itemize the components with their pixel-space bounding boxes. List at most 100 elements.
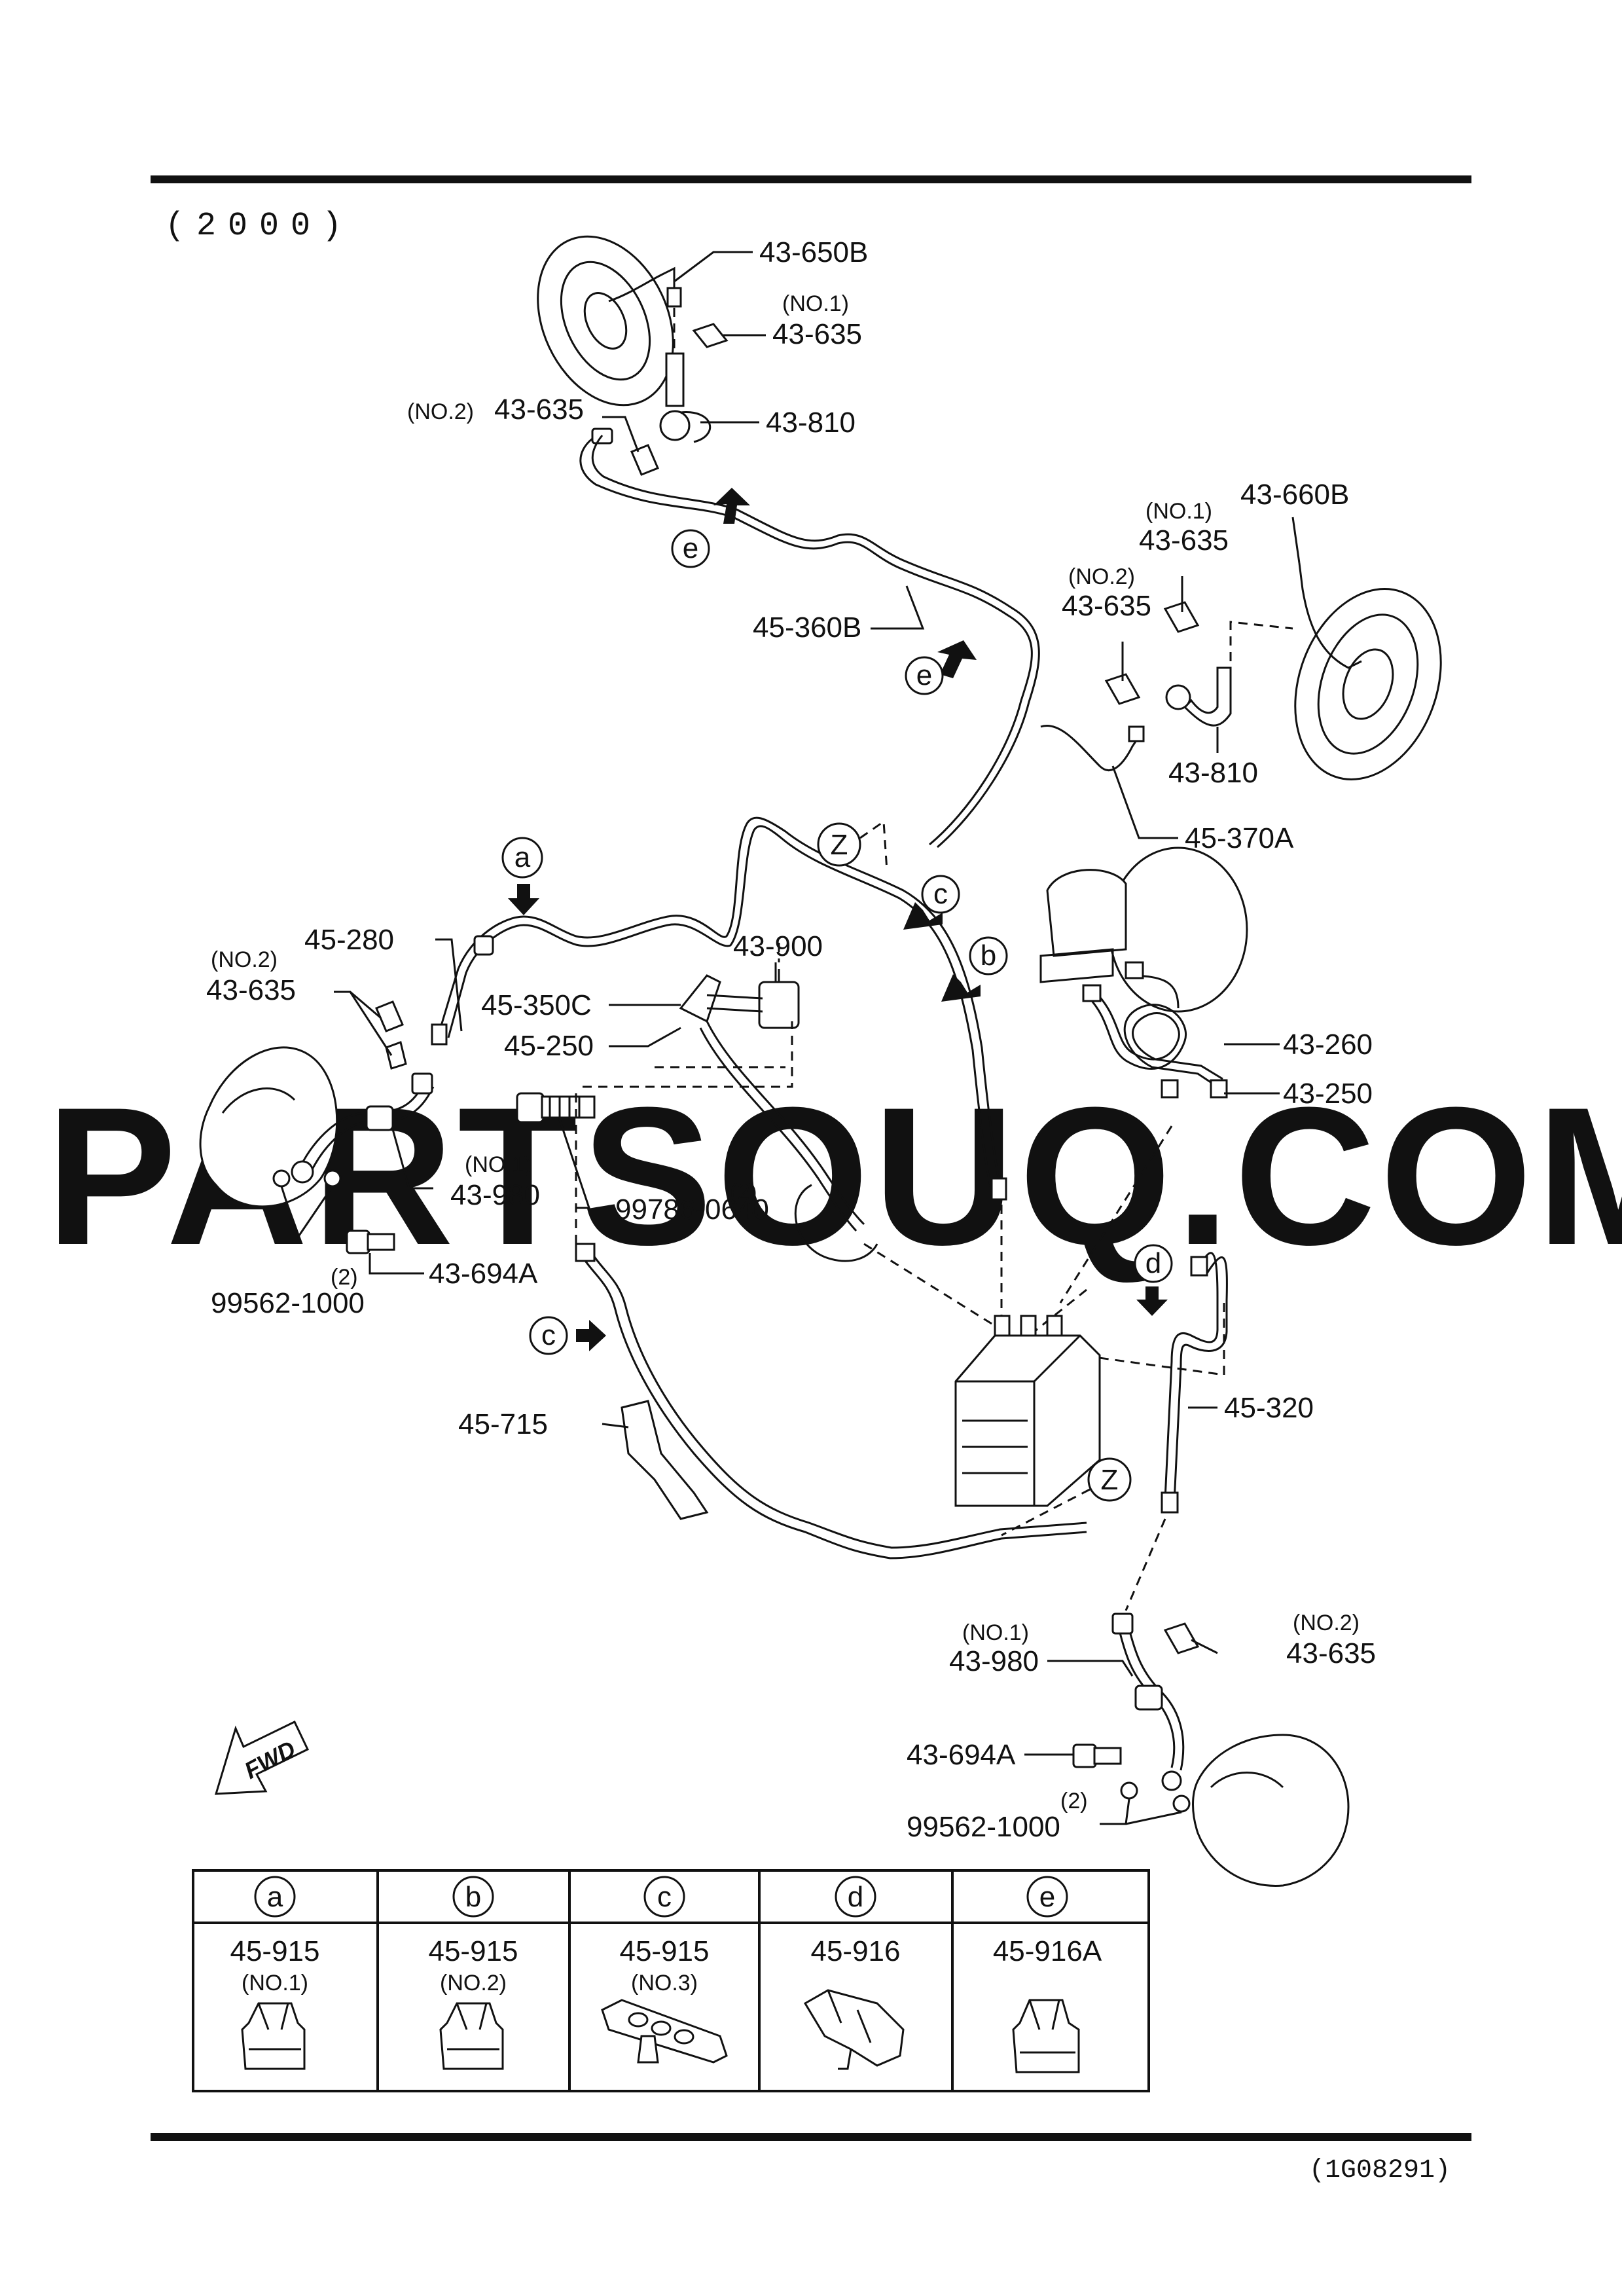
fwd-arrow: FWD — [214, 1720, 309, 1795]
valve-43-900 — [758, 943, 800, 1029]
callout-43-650B: 43-650B — [759, 236, 868, 268]
callout-43-635-b: 43-635 — [494, 393, 584, 426]
clip-43-635-no1-right — [1163, 601, 1200, 633]
marker-z-2: Z — [1087, 1457, 1132, 1502]
marker-e-2: e — [905, 656, 944, 695]
arrow-c-1 — [903, 902, 943, 930]
legend-a-part: 45-915 — [230, 1935, 319, 1967]
marker-z-1-letter: Z — [831, 829, 848, 861]
marker-e-1: e — [671, 529, 710, 568]
legend-c-note: (NO.3) — [631, 1971, 698, 1995]
callout-no1-c: (NO.1) — [1145, 499, 1212, 524]
callout-43-635-c: 43-635 — [1139, 524, 1229, 556]
callout-99562-1000-b: 99562-1000 — [907, 1811, 1060, 1843]
callout-43-900: 43-900 — [733, 930, 823, 962]
legend-b-note: (NO.2) — [440, 1971, 507, 1995]
legend-a-note: (NO.1) — [242, 1971, 308, 1995]
bolt-43-694A-left — [346, 1230, 395, 1254]
marker-e-2-letter: e — [916, 659, 932, 691]
clip-45-916A-icon — [1012, 1999, 1080, 2073]
callout-qty-2-a: (2) — [730, 1180, 757, 1205]
hose-43-980-right — [1111, 1613, 1185, 1791]
marker-d-1: d — [1134, 1244, 1173, 1283]
washer-right-1 — [1120, 1781, 1138, 1800]
pipe-lower-run — [581, 1252, 1087, 1559]
bolt-43-694A-right — [1072, 1743, 1122, 1768]
legend-col-c: c 45-915 (NO.3) — [601, 1876, 728, 2064]
callout-45-280: 45-280 — [304, 924, 394, 956]
callout-43-635-d: 43-635 — [1062, 590, 1151, 622]
callout-45-320: 45-320 — [1224, 1392, 1314, 1424]
hose-43-980-left — [291, 1072, 435, 1184]
abs-hydraulic-unit — [954, 1315, 1101, 1507]
clip-45-915-no1-icon — [241, 2002, 306, 2070]
callout-43-635-e: 43-635 — [206, 974, 296, 1006]
marker-e-1-letter: e — [683, 532, 698, 564]
clip-43-635-no2-top — [630, 444, 659, 476]
marker-z-2-letter: Z — [1101, 1464, 1119, 1496]
bolt-99786-0640 — [516, 1092, 596, 1123]
legend-e-letter: e — [1039, 1881, 1055, 1913]
washer-right-2 — [1172, 1795, 1191, 1813]
pipe-cover-45-715 — [621, 1400, 709, 1520]
leader-lines — [280, 251, 1301, 1825]
brake-booster-master-cylinder — [1039, 847, 1248, 1013]
pipe-43-650B — [608, 266, 676, 302]
callout-no2-h: (NO.2) — [1293, 1611, 1360, 1635]
pipe-43-660B — [1298, 562, 1362, 669]
hose-43-810-top — [665, 352, 685, 407]
callout-43-810-a: 43-810 — [766, 407, 856, 439]
washer-left-1 — [272, 1169, 291, 1188]
year-label: (2000) — [165, 208, 353, 245]
legend-b-letter: b — [465, 1881, 481, 1913]
legend-c-letter: c — [657, 1881, 672, 1913]
legend-col-b: b 45-915 (NO.2) — [428, 1876, 518, 2070]
clip-45-916-icon — [803, 1989, 905, 2067]
callout-no1-a: (NO.1) — [782, 291, 849, 316]
callout-no2-e: (NO.2) — [211, 947, 278, 972]
callout-qty-2-c: (2) — [1060, 1789, 1088, 1813]
arrow-e-1 — [713, 488, 750, 524]
callout-43-635-a: 43-635 — [772, 318, 862, 350]
front-left-brake-shield — [537, 235, 674, 407]
legend-c-part: 45-915 — [619, 1935, 709, 1967]
clip-43-635-no2-left — [375, 1000, 404, 1032]
marker-b-1: b — [969, 936, 1008, 975]
callout-qty-2-b: (2) — [331, 1265, 358, 1290]
callout-99786-0640: 99786-0640 — [615, 1194, 769, 1226]
clip-45-915-no3-icon — [601, 1999, 728, 2064]
bottom-rule — [151, 2133, 1471, 2141]
marker-c-2: c — [529, 1316, 568, 1355]
callout-no2-b: (NO.2) — [407, 399, 474, 424]
pipe-45-350C — [679, 974, 763, 1023]
legend-e-part: 45-916A — [993, 1935, 1102, 1967]
callout-43-980-a: 43-980 — [450, 1179, 540, 1211]
legend-a-letter: a — [267, 1881, 283, 1913]
marker-c-1-letter: c — [933, 878, 948, 910]
legend-col-d: d 45-916 — [803, 1876, 905, 2070]
legend-table — [192, 1869, 1150, 2092]
callout-no1-g: (NO.1) — [962, 1620, 1029, 1645]
arrow-b — [941, 974, 981, 1002]
pipe-45-370A — [1040, 725, 1140, 771]
legend-col-e: e 45-916A — [993, 1876, 1102, 2073]
callout-43-660B: 43-660B — [1240, 479, 1349, 511]
callout-43-694A-b: 43-694A — [907, 1739, 1016, 1771]
callout-99562-1000-a: 99562-1000 — [211, 1287, 365, 1319]
clip-43-635-no1-top — [692, 323, 729, 348]
callout-43-694A-a: 43-694A — [429, 1258, 538, 1290]
pipe-45-250-left — [699, 1021, 878, 1262]
rear-right-knuckle — [1192, 1734, 1350, 1887]
marker-c-1: c — [921, 875, 960, 914]
pipe-45-360B — [579, 435, 1040, 848]
legend-d-letter: d — [848, 1881, 863, 1913]
callout-43-810-b: 43-810 — [1168, 757, 1258, 789]
hose-43-810-right — [1183, 666, 1232, 727]
top-rule — [151, 175, 1471, 183]
callout-45-360B: 45-360B — [753, 611, 861, 644]
marker-d-1-letter: d — [1145, 1247, 1161, 1279]
callout-45-715: 45-715 — [458, 1408, 548, 1440]
arrow-c-2 — [576, 1320, 606, 1351]
